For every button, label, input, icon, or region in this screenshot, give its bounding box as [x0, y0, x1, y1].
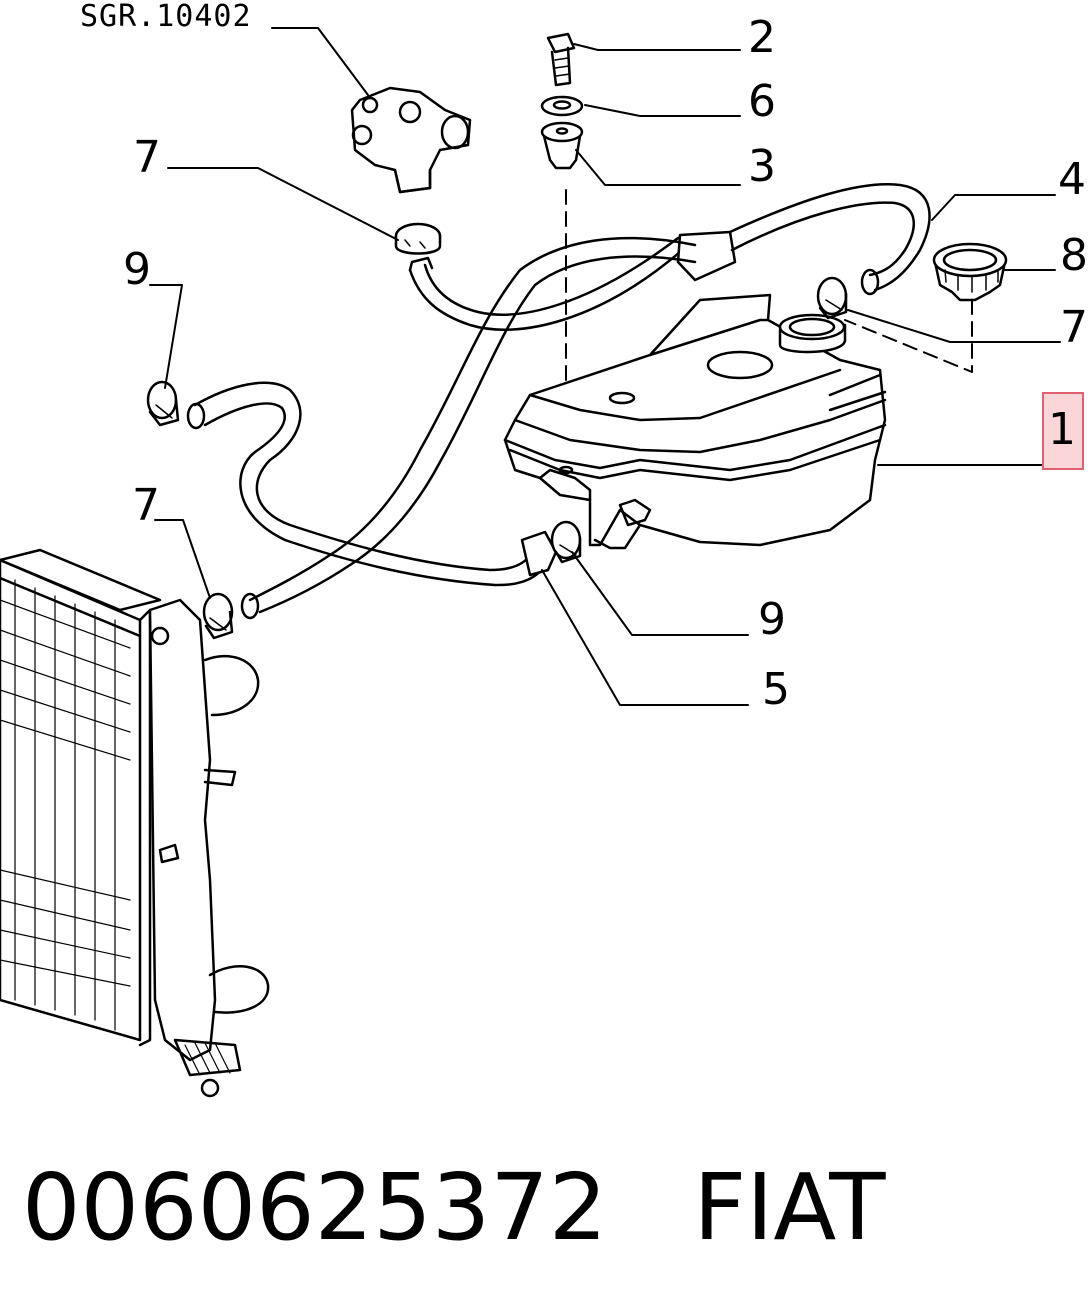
brand-name: FIAT — [693, 1154, 886, 1261]
clamp — [202, 592, 234, 640]
highlight-box — [1042, 392, 1084, 470]
clamp — [816, 276, 848, 320]
diagram-drawing — [0, 27, 1061, 1098]
clamp — [146, 380, 180, 427]
reference-label: SGR.10402 — [80, 0, 252, 34]
clamp — [550, 520, 582, 564]
callout-7-top: 7 — [133, 132, 161, 183]
upper-hose — [408, 183, 931, 331]
parts-diagram: SGR.10402 2 6 3 4 7 8 7 9 1 7 9 5 — [0, 0, 1088, 1098]
washer — [540, 95, 584, 117]
callout-9-left: 9 — [123, 244, 151, 295]
filler-cap — [932, 242, 1008, 302]
callout-1: 1 — [1048, 404, 1076, 455]
callout-5: 5 — [762, 664, 790, 715]
valve — [540, 121, 584, 170]
callout-3: 3 — [748, 141, 776, 192]
hose-end — [408, 256, 434, 272]
callout-9-bottom: 9 — [758, 594, 786, 645]
expansion-tank — [503, 293, 887, 550]
part-number: 0060625372 — [22, 1154, 608, 1261]
overflow-hose — [240, 236, 697, 620]
lower-hose — [186, 381, 558, 587]
callout-8: 8 — [1060, 230, 1088, 281]
radiator — [0, 548, 270, 1098]
bolt — [546, 32, 576, 87]
callout-4: 4 — [1058, 154, 1086, 205]
callout-2: 2 — [748, 12, 776, 63]
callout-7-right: 7 — [1060, 302, 1088, 353]
leader-lines — [149, 27, 1061, 706]
clamp — [394, 222, 442, 255]
thermostat-housing — [350, 86, 472, 194]
cap-axis-line — [844, 299, 973, 373]
callout-6: 6 — [748, 76, 776, 127]
callout-7-left: 7 — [132, 480, 160, 531]
